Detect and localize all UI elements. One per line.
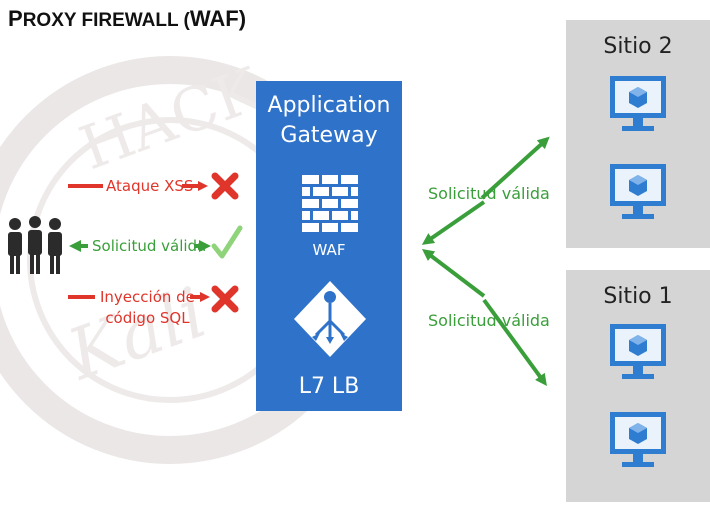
application-gateway: Application Gateway WAF L7 LB: [256, 81, 402, 411]
watermark-seal: HACK Kali: [0, 54, 350, 464]
lower-out-arrow: [482, 298, 547, 387]
site-2: Sitio 2: [566, 20, 710, 248]
valid-request-left-label: Solicitud válida: [92, 237, 207, 255]
page-title: PROXY FIREWALL (WAF): [8, 6, 247, 31]
valid-request-lower-label: Solicitud válida: [428, 311, 550, 330]
valid-request-upper-label: Solicitud válida: [428, 184, 550, 203]
site-1: Sitio 1: [566, 270, 710, 502]
monitor-icon: [610, 324, 666, 379]
site-2-title: Sitio 2: [603, 34, 673, 59]
l7-lb-label: L7 LB: [298, 374, 360, 399]
sql-injection-label: Inyección de código SQL: [100, 288, 195, 327]
monitor-icon: [610, 412, 666, 467]
waf-label: WAF: [312, 241, 346, 259]
upper-out-arrow: [480, 136, 550, 200]
blocked-x-icon: [211, 285, 239, 313]
lower-in-arrow: [422, 248, 486, 298]
checkmark-icon: [211, 225, 243, 259]
site-1-title: Sitio 1: [603, 284, 673, 309]
upper-in-arrow: [421, 200, 486, 245]
monitor-icon: [610, 76, 666, 131]
blocked-x-icon: [211, 172, 239, 200]
xss-attack-label: Ataque XSS: [106, 177, 194, 195]
users-icon: [8, 216, 62, 274]
gateway-title: Application Gateway: [267, 93, 391, 148]
firewall-icon: [302, 175, 358, 232]
load-balancer-icon: [294, 281, 366, 357]
monitor-icon: [610, 164, 666, 219]
